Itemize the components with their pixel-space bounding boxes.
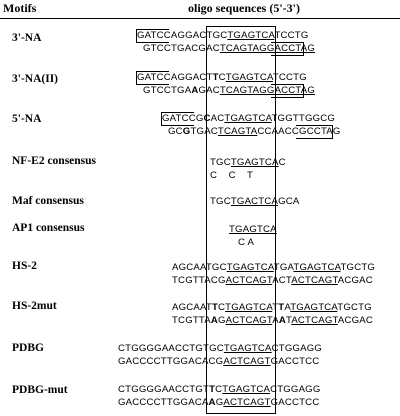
seq-pdbg-mut-bottom: GACCCCTTGGACAAGACTCAGTGACCTCC [118, 397, 320, 408]
seq-pdbg-bottom: GACCCCTTGGACACGACTCAGTGACCTCC [118, 356, 320, 367]
seq-ap1-bottom: C A [238, 237, 255, 248]
seq-5na-bottom: GCGTGACTCAGTACCAACCGCCTAG [168, 126, 341, 137]
seq-5na-top: GATCCGCACTGAGTCATGGTTGGCG [162, 113, 336, 124]
motif-label-hs2: HS-2 [12, 260, 37, 272]
seq-hs2-bottom: TCGTTACGACTCAGTACTACTCAGTACGAC [172, 275, 373, 286]
seq-ap1-top: TGAGTCA [229, 224, 277, 235]
overhang-3na-left [136, 29, 169, 43]
overhang-5na-right [296, 125, 333, 139]
seq-3na-ii-bottom: GTCCTGAAGACTCAGTAGGACCTAG [143, 85, 316, 96]
seq-3na-bottom: GTCCTGACGACTCAGTAGGACCTAG [143, 43, 316, 54]
table-header: Motifs oligo sequences (5'-3') [0, 0, 400, 19]
motif-label-hs2mut: HS-2mut [12, 300, 57, 312]
overhang-5na-left [161, 112, 194, 126]
header-sequences: oligo sequences (5'-3') [188, 1, 300, 15]
overhang-3na-ii-left [136, 71, 169, 85]
seq-hs2-top: AGCAATGCTGAGTCATGATGAGTCATGCTG [172, 262, 376, 273]
seq-3na-ii-top: GATCCAGGACTTCTGAGTCATCCTG [137, 72, 307, 83]
seq-nfe2-top: TGCTGAGTCAC [210, 157, 286, 168]
seq-3na-top: GATCCAGGACTGCTGAGTCATCCTG [137, 30, 309, 41]
seq-maf-top: TGCTGACTCAGCA [210, 196, 300, 207]
motif-label-5na: 5'-NA [12, 113, 42, 125]
motif-label-pdbg-mut: PDBG-mut [12, 384, 68, 396]
header-motifs: Motifs [3, 1, 37, 15]
motif-label-nfe2: NF-E2 consensus [12, 155, 97, 167]
seq-pdbg-mut-top: CTGGGGAACCTGTTCTGAGTCACTGGAGG [118, 384, 321, 395]
motif-label-3na: 3'-NA [12, 32, 42, 44]
core-motif-box [206, 26, 276, 414]
seq-hs2mut-top: AGCAATTCTGAGTCATTATGAGTCATGCTG [172, 302, 372, 313]
motif-label-ap1: AP1 consensus [12, 222, 85, 234]
motif-label-pdbg: PDBG [12, 342, 44, 354]
motif-label-maf: Maf consensus [12, 195, 84, 207]
overhang-3na-right [271, 42, 304, 56]
seq-hs2mut-bottom: TCGTTAAGACTCAGTAATACTCAGTACGAC [172, 315, 373, 326]
overhang-3na-ii-right [271, 84, 304, 98]
seq-nfe2-bottom: C C T [210, 170, 254, 181]
seq-pdbg-top: CTGGGGAACCTGTGCTGAGTCACTGGAGG [118, 343, 323, 354]
motif-label-3na-ii: 3'-NA(II) [12, 73, 58, 85]
